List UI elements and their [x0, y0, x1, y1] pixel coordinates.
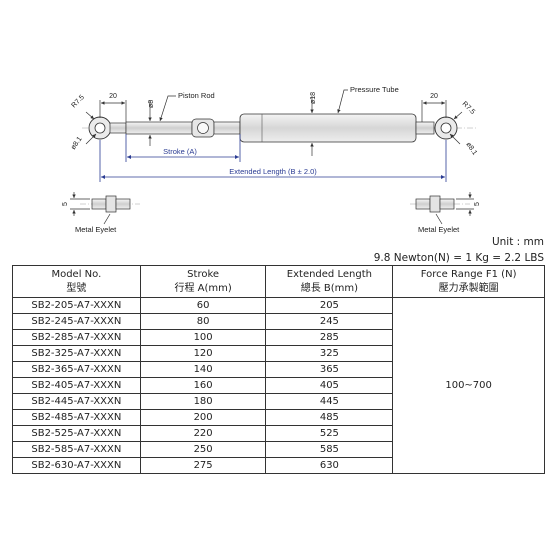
gas-spring-drawing: 20 20 R7.5 R7.5 ø8.1 ø8.1 ø8 ø18 Pist: [62, 85, 481, 234]
d8-dimension: ø8: [148, 100, 155, 146]
piston-rod-label: Piston Rod: [159, 91, 215, 122]
d81-left-label: ø8.1: [70, 133, 97, 152]
length-cell: 325: [265, 345, 394, 362]
pressure-tube: [239, 113, 417, 143]
model-cell: SB2-285-A7-XXXN: [12, 329, 141, 346]
model-cell: SB2-245-A7-XXXN: [12, 313, 141, 330]
svg-text:Pressure Tube: Pressure Tube: [350, 85, 399, 94]
header-force-range: Force Range F1 (N) 壓力承製範圍: [392, 265, 545, 298]
extended-length-dimension: Extended Length (B ± 2.0): [99, 140, 447, 182]
model-cell: SB2-630-A7-XXXN: [12, 457, 141, 474]
model-cell: SB2-365-A7-XXXN: [12, 361, 141, 378]
stroke-cell: 250: [139, 441, 267, 458]
right-metal-eyelet-side-view: 5 Metal Eyelet: [410, 192, 481, 234]
stroke-cell: 140: [139, 361, 267, 378]
svg-text:R7.5: R7.5: [461, 100, 476, 115]
model-cell: SB2-485-A7-XXXN: [12, 409, 141, 426]
header-model: Model No. 型號: [12, 265, 141, 298]
model-cell: SB2-445-A7-XXXN: [12, 393, 141, 410]
stroke-cell: 275: [139, 457, 267, 474]
force-range-cell: 100~700: [392, 297, 545, 474]
svg-text:Piston Rod: Piston Rod: [178, 91, 215, 100]
piston-rod: [125, 118, 241, 138]
conversion-label: 9.8 Newton(N) = 1 Kg = 2.2 LBS: [373, 252, 544, 264]
length-cell: 585: [265, 441, 394, 458]
svg-text:5: 5: [62, 202, 69, 206]
pressure-tube-label: Pressure Tube: [337, 85, 399, 114]
header-stroke: Stroke 行程 A(mm): [139, 265, 267, 298]
model-cell: SB2-525-A7-XXXN: [12, 425, 141, 442]
stroke-cell: 80: [139, 313, 267, 330]
svg-text:20: 20: [430, 93, 438, 100]
r75-left-label: R7.5: [70, 94, 95, 120]
length-cell: 245: [265, 313, 394, 330]
length-cell: 405: [265, 377, 394, 394]
model-cell: SB2-405-A7-XXXN: [12, 377, 141, 394]
right-eyelet: [415, 116, 458, 140]
svg-text:R7.5: R7.5: [70, 94, 85, 109]
svg-text:Metal Eyelet: Metal Eyelet: [418, 225, 460, 234]
spec-table: Model No. 型號 Stroke 行程 A(mm) Extended Le…: [12, 265, 545, 474]
length-cell: 365: [265, 361, 394, 378]
table-header-row: Model No. 型號 Stroke 行程 A(mm) Extended Le…: [12, 265, 545, 298]
dim-20-left: 20: [99, 93, 127, 122]
dim-20-right: 20: [421, 93, 447, 122]
svg-text:ø8.1: ø8.1: [70, 136, 84, 152]
left-metal-eyelet-side-view: 5 Metal Eyelet: [62, 192, 140, 234]
model-cell: SB2-205-A7-XXXN: [12, 297, 141, 314]
length-cell: 205: [265, 297, 394, 314]
unit-label: Unit : mm: [491, 236, 544, 248]
stroke-cell: 60: [139, 297, 267, 314]
r75-right-label: R7.5: [453, 100, 476, 120]
left-eyelet: [88, 116, 127, 140]
svg-text:5: 5: [474, 202, 481, 206]
stroke-dimension: Stroke (A): [125, 134, 241, 162]
stroke-cell: 220: [139, 425, 267, 442]
d81-right-label: ø8.1: [449, 133, 478, 157]
svg-text:Metal Eyelet: Metal Eyelet: [75, 225, 117, 234]
length-cell: 485: [265, 409, 394, 426]
stroke-cell: 100: [139, 329, 267, 346]
svg-text:Extended Length (B ± 2.0): Extended Length (B ± 2.0): [229, 167, 317, 176]
stroke-cell: 120: [139, 345, 267, 362]
model-cell: SB2-325-A7-XXXN: [12, 345, 141, 362]
svg-text:20: 20: [109, 93, 117, 100]
d18-dimension: ø18: [310, 92, 317, 156]
svg-text:Stroke (A): Stroke (A): [163, 147, 197, 156]
length-cell: 525: [265, 425, 394, 442]
length-cell: 445: [265, 393, 394, 410]
stroke-cell: 200: [139, 409, 267, 426]
model-cell: SB2-585-A7-XXXN: [12, 441, 141, 458]
header-extended-length: Extended Length 總長 B(mm): [265, 265, 394, 298]
stroke-cell: 160: [139, 377, 267, 394]
stroke-cell: 180: [139, 393, 267, 410]
length-cell: 285: [265, 329, 394, 346]
svg-text:ø8.1: ø8.1: [464, 141, 478, 157]
length-cell: 630: [265, 457, 394, 474]
svg-text:ø8: ø8: [148, 100, 155, 108]
svg-text:ø18: ø18: [310, 92, 317, 104]
